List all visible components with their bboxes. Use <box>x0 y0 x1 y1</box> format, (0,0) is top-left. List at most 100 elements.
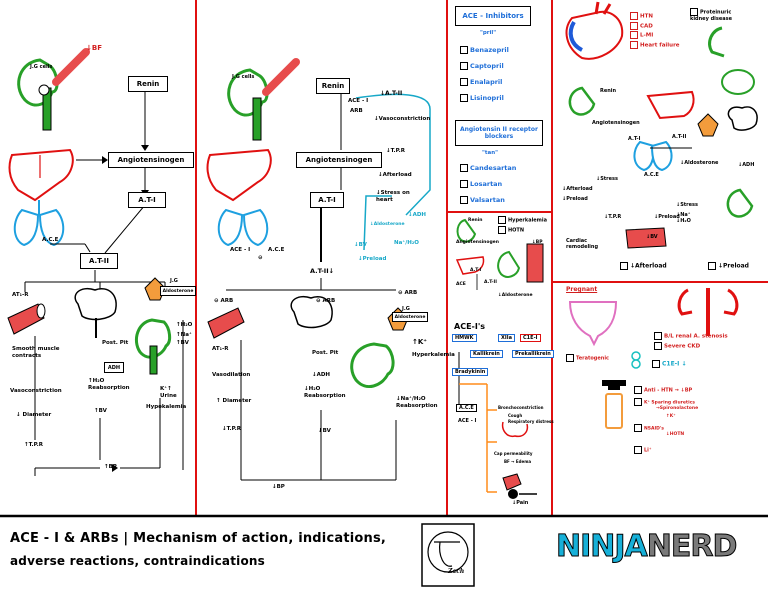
checkbox-icon[interactable] <box>630 40 638 49</box>
vasoconstriction-label: Vasoconstriction <box>10 388 62 394</box>
k-up-label: ↑K⁺ <box>666 414 676 419</box>
pril-label: "pril" <box>480 30 497 36</box>
bv-label: ↑BV <box>94 408 107 414</box>
arb-drug-item[interactable]: Valsartan <box>460 192 516 208</box>
p4-renin: Renin <box>600 88 617 94</box>
p2-minus-arb3: ⊖ ARB <box>398 290 418 296</box>
p2-jg: J.G <box>402 306 410 312</box>
checkbox-icon[interactable] <box>620 262 628 270</box>
p4-preload: ↓Preload <box>562 196 588 202</box>
checkbox-icon[interactable] <box>566 354 574 362</box>
checkbox-icon[interactable] <box>498 216 506 224</box>
title-line2: adverse reactions, contraindications <box>10 554 266 568</box>
checkbox-icon[interactable] <box>630 31 638 39</box>
checkbox-icon[interactable] <box>652 360 660 368</box>
teratogenic-row: Teratogenic <box>566 354 609 362</box>
checkbox-icon[interactable] <box>498 226 506 234</box>
checkbox-icon[interactable] <box>630 12 638 20</box>
hotn-label: ↓HOTN <box>666 432 685 437</box>
ace-drug-item[interactable]: Lisinopril <box>460 90 509 106</box>
ace-drug-item[interactable]: Captopril <box>460 58 509 74</box>
aldosterone-box: Aldosterone <box>160 286 196 296</box>
p2-arb-label: ARB <box>350 108 363 114</box>
p4-stress2: ↓Stress <box>676 202 698 208</box>
c1ei-row: C1E-I ↓ <box>652 360 687 368</box>
signature-text: Zach <box>448 568 465 575</box>
brand-nerd: NERD <box>646 529 738 564</box>
p2-at1-box: A.T-I <box>310 192 344 208</box>
p2-ace-i-label: ACE - I <box>348 98 369 104</box>
panel3-drawing <box>455 218 544 499</box>
panel4-drawing <box>565 1 758 249</box>
xiia-box: XIIa <box>498 334 515 342</box>
indication-item[interactable]: L-MI <box>630 31 680 41</box>
p2-post-pit: Post. Pit <box>312 350 339 356</box>
p2-jg-cells-label: J.G cells <box>232 74 255 80</box>
k-urine-label: K⁺↑ Urine <box>160 386 177 399</box>
hypokalemia-label: Hypokalemia <box>146 404 187 410</box>
checkbox-icon[interactable] <box>634 424 642 432</box>
ace-drug-list: Benazepril Captopril Enalapril Lisinopri… <box>460 42 509 106</box>
p4-ace: A.C.E <box>644 172 659 178</box>
adh-box: ADH <box>104 362 124 373</box>
ace-drug-item[interactable]: Benazepril <box>460 42 509 58</box>
checkbox-icon[interactable] <box>460 180 468 188</box>
hmwk-box: HMWK <box>452 334 477 342</box>
checkbox-icon[interactable] <box>460 46 468 54</box>
checkbox-icon[interactable] <box>634 398 642 406</box>
p4-cardiac-remodeling: Cardiac remodeling <box>566 238 599 250</box>
checkbox-icon[interactable] <box>460 164 468 172</box>
p2-minus-arb1: ⊖ ARB <box>214 298 234 304</box>
checkbox-icon[interactable] <box>690 8 698 16</box>
tan-label: "tan" <box>482 150 498 156</box>
checkbox-icon[interactable] <box>460 94 468 102</box>
checkbox-icon[interactable] <box>460 196 468 204</box>
p2-hyperkalemia: Hyperkalemia <box>412 352 455 358</box>
indications-list: HTN CAD L-MI Heart failure <box>630 12 680 50</box>
p2-vasoconstriction: ↓Vasoconstriction <box>374 116 431 122</box>
checkbox-icon[interactable] <box>634 386 642 394</box>
p2-minus-arb2: ⊖ ARB <box>316 298 336 304</box>
p2-tpr: ↓T.P.R <box>222 426 241 432</box>
p4-at2: A.T-II <box>672 134 687 140</box>
proteinuric-row: Proteinuric kidney disease <box>690 8 732 22</box>
diameter-label: ↓ Diameter <box>16 412 52 418</box>
renin-box: Renin <box>128 76 168 92</box>
p4-at1: A.T-I <box>628 136 641 142</box>
ace-inhibitors-header: ACE - Inhibitors <box>455 6 531 26</box>
checkbox-icon[interactable] <box>460 62 468 70</box>
nsaids-row: NSAID's <box>634 424 664 432</box>
checkbox-icon[interactable] <box>654 342 662 350</box>
arb-drug-item[interactable]: Candesartan <box>460 160 516 176</box>
pregnant-label: Pregnant <box>566 286 598 293</box>
checkbox-icon[interactable] <box>708 262 716 270</box>
p2-minus1: ⊖ <box>258 255 263 261</box>
arb-drug-item[interactable]: Losartan <box>460 176 516 192</box>
checkbox-icon[interactable] <box>460 78 468 86</box>
p4-afterload-row: ↓Afterload <box>620 262 667 270</box>
p2-ace-label: A.C.E <box>268 247 285 253</box>
indication-item[interactable]: HTN <box>630 12 680 22</box>
checkbox-icon[interactable] <box>634 446 642 454</box>
checkbox-icon[interactable] <box>630 21 638 30</box>
spironolactone-label: →Spironolactone <box>656 406 699 411</box>
up-h2o-label: ↑H₂O <box>176 322 193 328</box>
ace-label: A.C.E <box>42 237 59 243</box>
p4-adh: ↓ADH <box>738 162 755 168</box>
pain-label: ↓Pain <box>512 500 529 506</box>
checkbox-icon[interactable] <box>654 332 662 340</box>
angiotensinogen-box: Angiotensinogen <box>108 152 194 168</box>
p2-ace-i-left: ACE - I <box>230 247 251 253</box>
page-title: ACE - I & ARBs | Mechanism of action, in… <box>10 528 386 572</box>
indication-item[interactable]: Heart failure <box>630 40 680 51</box>
resp-distress-label: Respiratory distress <box>508 419 554 424</box>
p2-k-plus: ↑K⁺ <box>412 338 427 346</box>
bf-label: ↓BF <box>86 44 102 52</box>
ace-drug-item[interactable]: Enalapril <box>460 74 509 90</box>
jg-label: J.G <box>170 278 178 284</box>
p2-adh: ↓ADH <box>312 372 331 378</box>
p2-preload-cyan: ↓Preload <box>358 256 387 262</box>
mini-hyperkalemia-row: Hyperkalemia <box>498 216 547 224</box>
p2-diameter: ↑ Diameter <box>216 398 252 404</box>
indication-item[interactable]: CAD <box>630 21 680 32</box>
